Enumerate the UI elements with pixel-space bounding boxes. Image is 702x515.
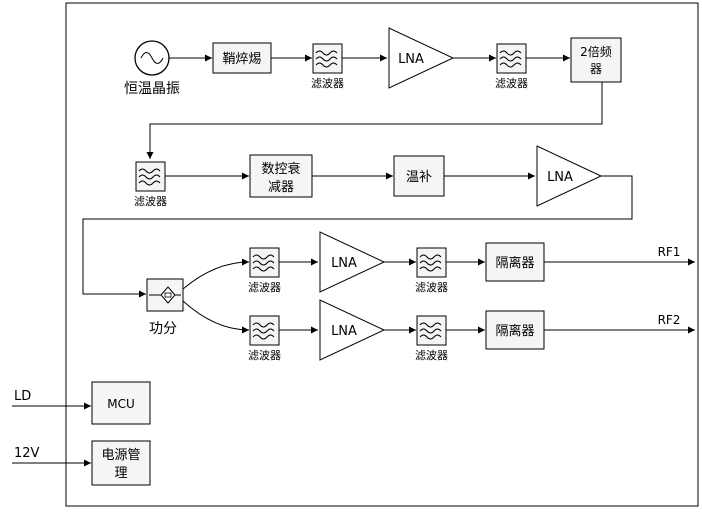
isolator-1: 隔离器 <box>485 242 545 282</box>
crystal-oscillator: 恒温晶振 <box>124 40 180 97</box>
mcu-box: MCU <box>91 381 151 425</box>
connector-lna-to-splitter <box>82 175 633 298</box>
connector-doubler-to-filter <box>146 82 603 159</box>
pll-box: 鞘焠焬 <box>212 42 272 74</box>
splitter-label: 功分 <box>149 321 177 337</box>
power-management-box: 电源管 理 <box>91 440 151 486</box>
isolator-label: 隔离器 <box>495 255 534 271</box>
filter-label: 滤波器 <box>495 77 528 90</box>
lna-label: LNA <box>547 170 573 185</box>
rf2-port-label: RF2 <box>658 313 681 327</box>
rf1-port-label: RF1 <box>658 245 681 259</box>
ld-port-label: LD <box>14 389 31 404</box>
lna-1: LNA <box>388 27 455 89</box>
tempcomp-label: 温补 <box>406 170 432 185</box>
lna-2: LNA <box>536 145 603 207</box>
doubler-label-line1: 2倍频 <box>580 44 612 59</box>
lna-label: LNA <box>331 324 357 339</box>
filter-label: 滤波器 <box>311 77 344 90</box>
lna-label: LNA <box>331 256 357 271</box>
lna-label: LNA <box>398 52 424 67</box>
filter-7: 滤波器 <box>415 315 448 362</box>
filter-1: 滤波器 <box>311 43 344 90</box>
12v-port-label: 12V <box>14 446 40 461</box>
filter-4: 滤波器 <box>248 247 281 294</box>
frequency-doubler-box: 2倍频 器 <box>570 37 622 83</box>
power-splitter: 功分 <box>146 278 184 337</box>
pll-label: 鞘焠焬 <box>222 52 261 67</box>
lna-4: LNA <box>319 299 386 361</box>
attenuator-label-line2: 减器 <box>268 180 294 195</box>
enclosure-border <box>65 2 699 507</box>
attenuator-label-line1: 数控衰 <box>261 161 300 177</box>
temperature-compensation-box: 温补 <box>393 155 445 197</box>
oscillator-label: 恒温晶振 <box>124 81 180 97</box>
mcu-label: MCU <box>107 397 135 411</box>
filter-label: 滤波器 <box>415 281 448 294</box>
power-label-line2: 理 <box>114 466 127 481</box>
digital-attenuator-box: 数控衰 减器 <box>249 154 313 198</box>
isolator-label: 隔离器 <box>495 323 534 339</box>
filter-5: 滤波器 <box>415 247 448 294</box>
filter-label: 滤波器 <box>248 349 281 362</box>
filter-label: 滤波器 <box>134 195 167 208</box>
lna-3: LNA <box>319 231 386 293</box>
filter-label: 滤波器 <box>248 281 281 294</box>
filter-2: 滤波器 <box>495 43 528 90</box>
power-label-line1: 电源管 <box>101 448 140 463</box>
doubler-label-line2: 器 <box>590 62 602 76</box>
filter-3: 滤波器 <box>134 161 167 208</box>
isolator-2: 隔离器 <box>485 310 545 350</box>
filter-6: 滤波器 <box>248 315 281 362</box>
filter-label: 滤波器 <box>415 349 448 362</box>
